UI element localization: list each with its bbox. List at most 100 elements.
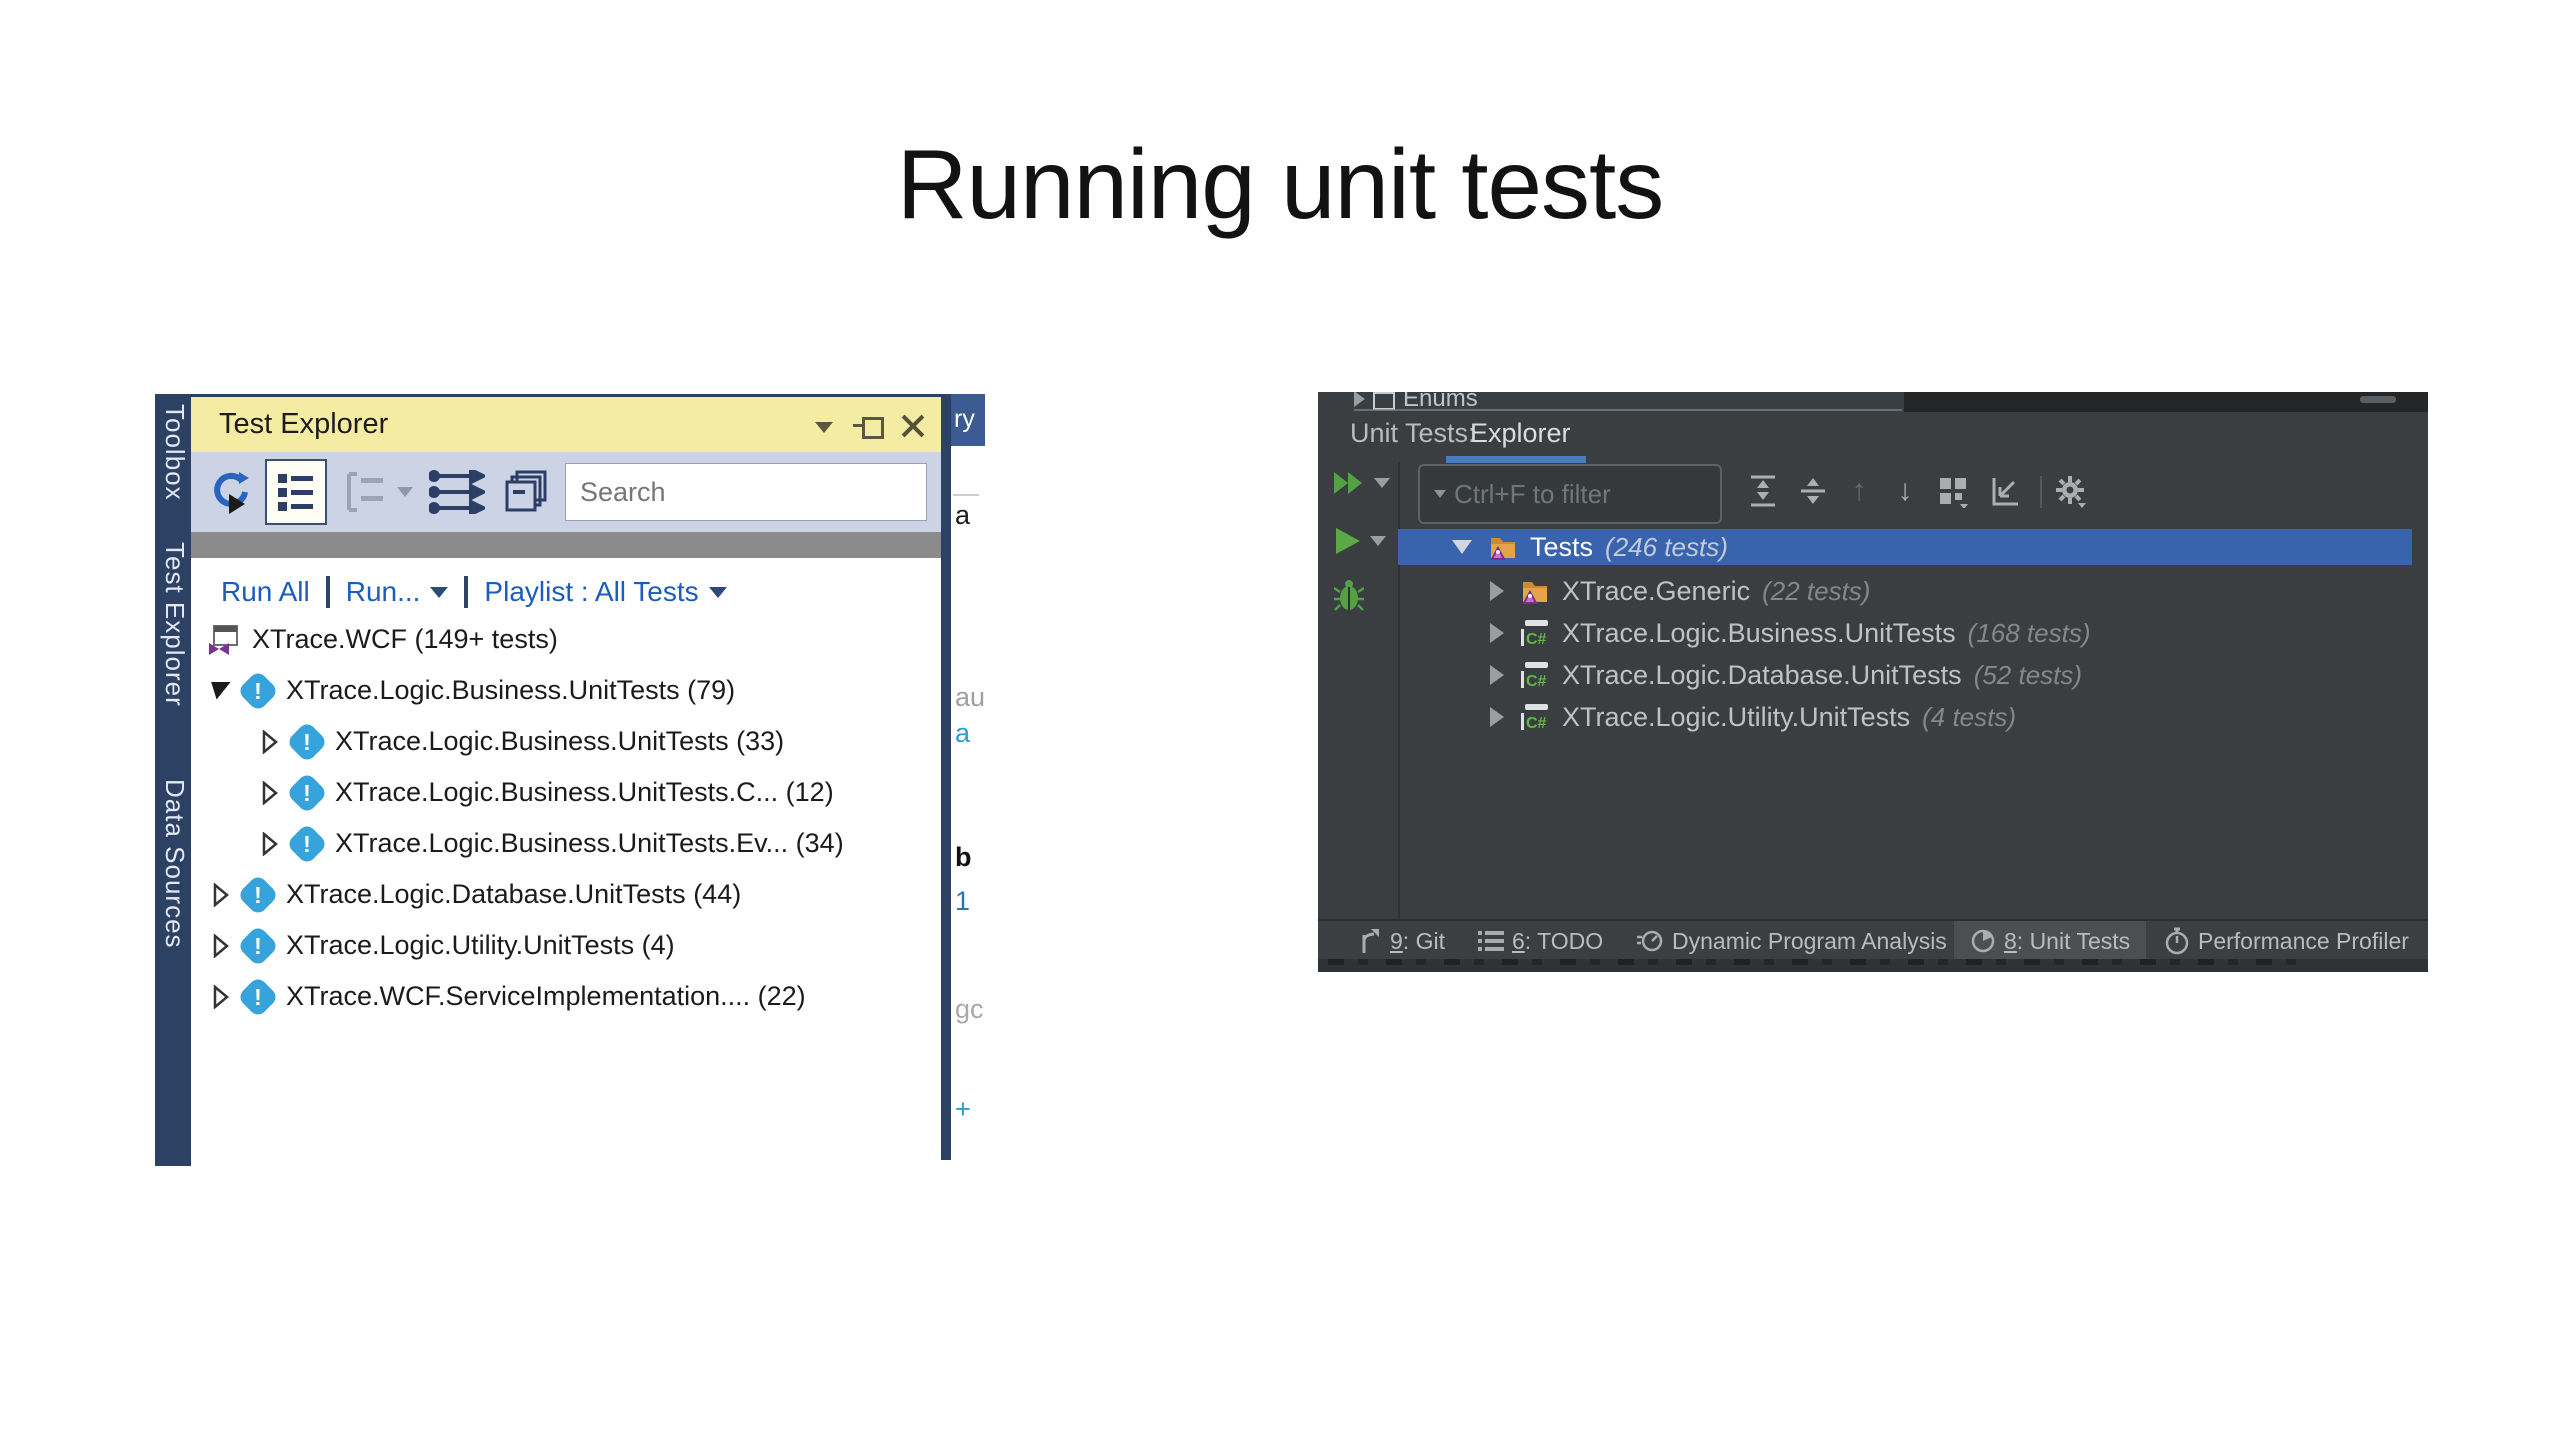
csharp-project-icon: C# — [1521, 620, 1548, 648]
tree-row-label: XTrace.Logic.Business.UnitTests (33) — [335, 726, 785, 756]
run-tests-after-build-icon[interactable] — [209, 468, 253, 516]
code-fragment: a — [955, 500, 971, 530]
tree-row-utility-unittests[interactable]: ! XTrace.Logic.Utility.UnitTests (4) — [191, 920, 941, 971]
tree-row-count: (52 tests) — [1973, 659, 2083, 690]
expand-all-icon[interactable] — [1746, 474, 1780, 508]
tree-row-label: XTrace.Logic.Utility.UnitTests (4) — [286, 930, 675, 960]
tree-row-label: XTrace.Logic.Business.UnitTests (79) — [286, 675, 736, 705]
tree-row-business-unittests-33[interactable]: ! XTrace.Logic.Business.UnitTests (33) — [191, 716, 941, 767]
tree-row-database-unittests[interactable]: C# XTrace.Logic.Database.UnitTests (52 t… — [1398, 657, 2412, 693]
toolwindow-button-dpa[interactable]: Dynamic Program Analysis — [1636, 921, 1947, 961]
expander-collapsed-icon[interactable] — [211, 882, 231, 907]
copy-stack-icon[interactable] — [503, 468, 551, 516]
search-input[interactable] — [566, 475, 936, 509]
scrollbar-thumb[interactable] — [2360, 396, 2396, 403]
next-icon[interactable]: ↓ — [1897, 474, 1913, 507]
sidebar-tab-test-explorer[interactable]: Test Explorer — [160, 542, 190, 707]
tree-row-label: XTrace.Logic.Business.UnitTests.C... (12… — [335, 777, 834, 807]
link-separator — [464, 576, 469, 608]
expander-collapsed-icon[interactable] — [260, 780, 280, 805]
tree-row-business-unittests-c[interactable]: ! XTrace.Logic.Business.UnitTests.C... (… — [191, 767, 941, 818]
expander-collapsed-icon[interactable] — [211, 984, 231, 1009]
playlist-link[interactable]: Playlist : All Tests — [484, 576, 699, 607]
expander-collapsed-icon[interactable] — [1490, 665, 1504, 685]
tree-row-name: Tests — [1530, 531, 1594, 562]
tree-row-business-unittests-ev[interactable]: ! XTrace.Logic.Business.UnitTests.Ev... … — [191, 818, 941, 869]
code-fragment: a — [955, 718, 971, 748]
collapse-all-icon[interactable] — [1796, 474, 1830, 508]
window-menu-caret-icon[interactable] — [815, 422, 833, 433]
editor-tab-fragment: ry — [951, 394, 985, 446]
active-toolwindow-highlight — [1954, 921, 2146, 961]
not-run-warning-icon: ! — [236, 975, 280, 1018]
left-toolbar-rail — [1318, 462, 1400, 919]
filter-input[interactable] — [1446, 477, 1791, 511]
previous-icon[interactable]: ↑ — [1851, 474, 1867, 507]
toolwindow-button-git[interactable]: 9: Git — [1358, 921, 1445, 961]
hierarchy-view-icon[interactable] — [343, 470, 389, 514]
playlist-icon[interactable] — [429, 470, 485, 514]
folder-icon — [1373, 392, 1395, 410]
tool-window-titlebar[interactable]: Test Explorer — [191, 397, 941, 452]
solution-tests-folder-icon — [1522, 582, 1547, 604]
tab-explorer[interactable]: Explorer — [1470, 418, 1571, 448]
tree-row-wcf-project[interactable]: XTrace.WCF (149+ tests) — [191, 614, 941, 665]
cut-off-bottom-row — [1318, 959, 2428, 972]
vs-test-project-icon — [209, 624, 238, 655]
search-options-caret-icon[interactable] — [1434, 490, 1446, 498]
link-separator — [325, 576, 330, 608]
show-coverage-chart-icon[interactable] — [1988, 474, 2022, 508]
slide-title: Running unit tests — [896, 129, 1664, 239]
toolwindow-button-todo[interactable]: 6: TODO — [1478, 921, 1603, 961]
expander-expanded-icon[interactable] — [211, 681, 231, 700]
hierarchy-caret-icon[interactable] — [397, 487, 413, 497]
group-by-button-selected[interactable] — [265, 459, 327, 525]
run-link[interactable]: Run... — [345, 576, 421, 607]
sidebar-tab-toolbox[interactable]: Toolbox — [160, 404, 190, 501]
playlist-caret-icon[interactable] — [708, 586, 727, 598]
todo-list-icon — [1478, 931, 1504, 951]
expander-collapsed-icon[interactable] — [211, 933, 231, 958]
run-caret-icon[interactable] — [430, 586, 449, 598]
not-run-warning-icon: ! — [285, 822, 329, 865]
debug-bug-icon[interactable] — [1334, 578, 1364, 612]
auto-hide-pin-icon[interactable] — [853, 415, 884, 439]
tree-row-tests-root[interactable]: Tests (246 tests) — [1398, 529, 2412, 565]
settings-gear-icon[interactable] — [2054, 474, 2088, 508]
rider-unit-tests-panel: Enums Unit Tests: Explorer — [1318, 392, 2428, 972]
tree-row-database-unittests[interactable]: ! XTrace.Logic.Database.UnitTests (44) — [191, 869, 941, 920]
sidebar-tab-data-sources[interactable]: Data Sources — [160, 779, 190, 949]
run-all-link[interactable]: Run All — [221, 576, 310, 607]
expander-collapsed-icon[interactable] — [260, 729, 280, 754]
tree-row-count: (22 tests) — [1762, 575, 1871, 606]
close-icon[interactable] — [899, 412, 925, 438]
svg-text:C#: C# — [1526, 715, 1547, 732]
tree-row-xtrace-generic[interactable]: XTrace.Generic (22 tests) — [1398, 573, 2412, 609]
tree-row-business-unittests[interactable]: ! XTrace.Logic.Business.UnitTests (79) — [191, 665, 941, 716]
editor-divider — [953, 494, 979, 496]
tree-row-label: XTrace.Logic.Database.UnitTests (44) — [286, 879, 742, 909]
run-all-caret-icon[interactable] — [1374, 478, 1390, 488]
expander-collapsed-icon[interactable] — [1490, 623, 1504, 643]
toolwindow-button-unit-tests[interactable]: 8: Unit Tests — [1970, 921, 2130, 961]
run-selected-icon[interactable] — [1334, 526, 1362, 556]
tree-row-serviceimplementation[interactable]: ! XTrace.WCF.ServiceImplementation.... (… — [191, 971, 941, 1022]
test-search-box[interactable] — [565, 463, 958, 521]
tree-row-count: (168 tests) — [1967, 617, 2091, 648]
tool-window-label: Unit Tests: — [1350, 418, 1476, 448]
group-by-icon[interactable] — [1936, 474, 1970, 508]
code-fragment: gc — [955, 994, 984, 1024]
expander-collapsed-icon — [1354, 392, 1365, 407]
tree-row-utility-unittests[interactable]: C# XTrace.Logic.Utility.UnitTests (4 tes… — [1398, 699, 2412, 735]
code-fragment: + — [955, 1094, 971, 1124]
filter-box[interactable] — [1418, 464, 1791, 524]
run-caret-icon[interactable] — [1370, 536, 1386, 546]
expander-collapsed-icon[interactable] — [260, 831, 280, 856]
toolwindow-button-performance-profiler[interactable]: Performance Profiler — [2164, 921, 2409, 961]
tree-row-business-unittests[interactable]: C# XTrace.Logic.Business.UnitTests (168 … — [1398, 615, 2412, 651]
run-all-tests-icon[interactable] — [1332, 470, 1368, 496]
expander-collapsed-icon[interactable] — [1490, 581, 1504, 601]
git-branch-icon — [1362, 929, 1379, 953]
expander-expanded-icon[interactable] — [1452, 540, 1472, 554]
expander-collapsed-icon[interactable] — [1490, 707, 1504, 727]
